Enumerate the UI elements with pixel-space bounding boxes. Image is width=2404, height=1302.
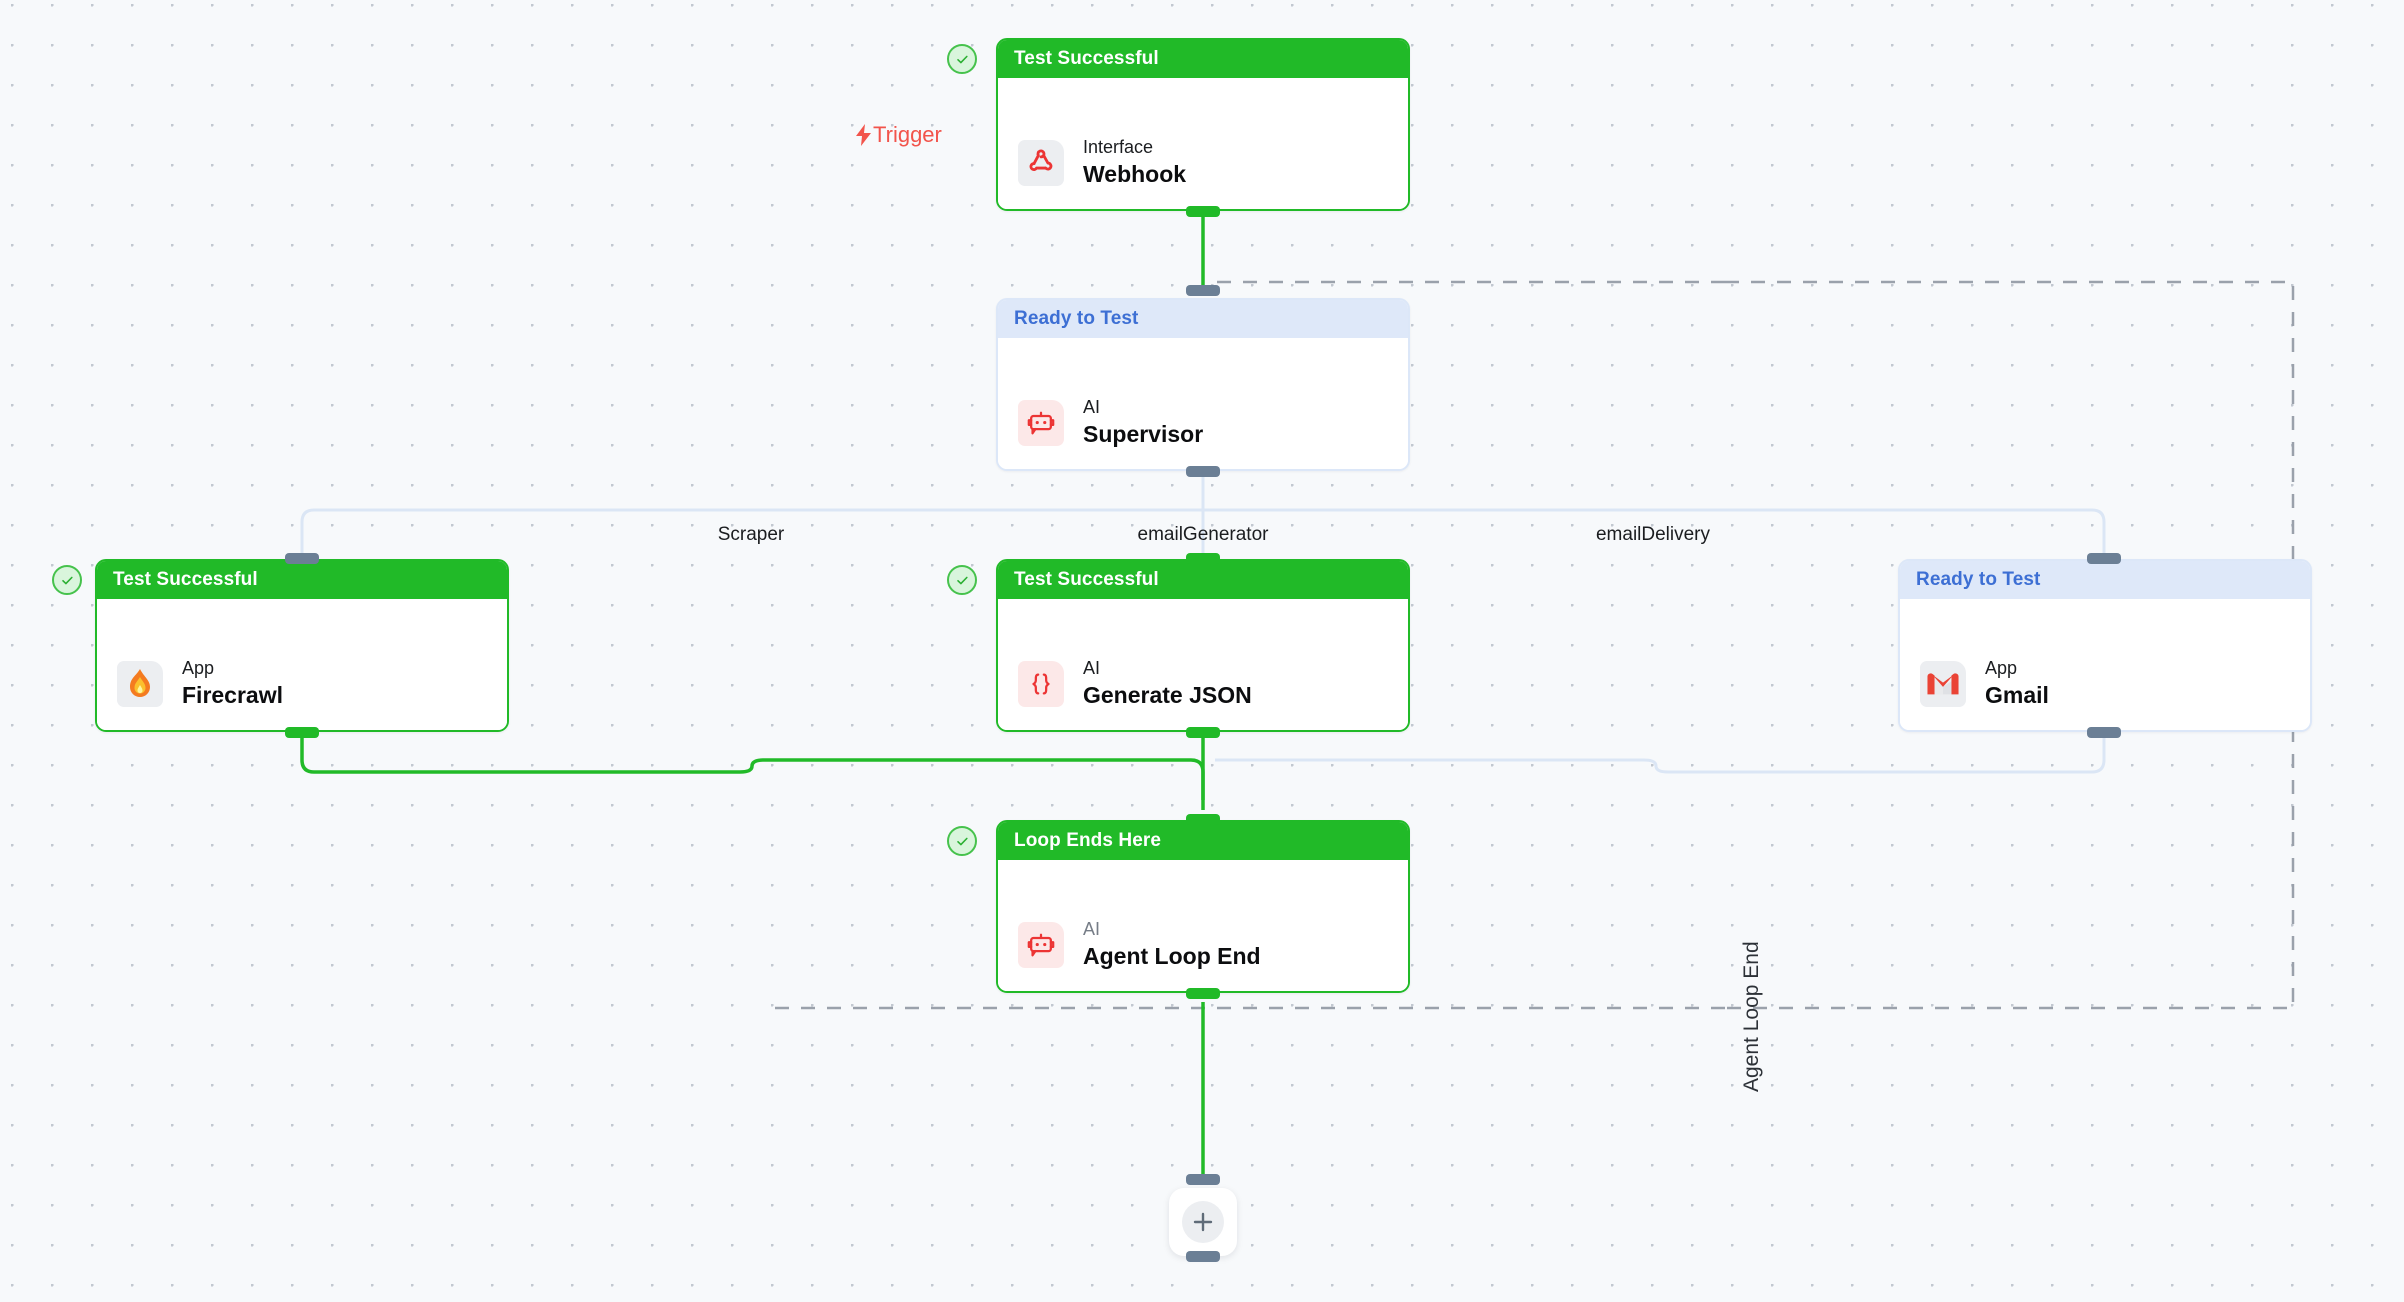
- node-title: Webhook: [1083, 161, 1187, 188]
- node-kind: AI: [1083, 397, 1101, 418]
- node-title: Firecrawl: [182, 682, 283, 709]
- agent-loop-end-label-text: Agent Loop End: [1740, 941, 1763, 1092]
- status-badge-generatejson: [947, 565, 977, 595]
- handle-firecrawl-input[interactable]: [285, 553, 319, 564]
- plus-icon: [1182, 1201, 1224, 1243]
- handle-gmail-output[interactable]: [2087, 727, 2121, 738]
- webhook-icon: [1018, 139, 1064, 186]
- node-title: Gmail: [1985, 682, 2049, 709]
- flame-icon: [117, 660, 163, 707]
- branch-label-email-generator: emailGenerator: [1138, 524, 1269, 546]
- lightning-bolt-icon: [855, 124, 872, 146]
- edge-gmail-return: [1215, 732, 2106, 774]
- branch-label-text: emailDelivery: [1595, 524, 1711, 545]
- node-gmail[interactable]: Ready to Test App Gmail: [1898, 559, 2312, 732]
- check-icon: [956, 55, 968, 63]
- edge-firecrawl-return: [300, 732, 1205, 800]
- node-status-label: Ready to Test: [1014, 308, 1139, 329]
- node-kind: App: [1985, 658, 2018, 679]
- node-body: Interface Webhook: [998, 78, 1408, 209]
- trigger-label-text: Trigger: [873, 122, 942, 147]
- branch-label-email-delivery: emailDelivery: [1596, 524, 1710, 546]
- status-badge-agent-loop-end: [947, 826, 977, 856]
- node-status-label: Test Successful: [113, 569, 258, 590]
- node-body: App Gmail: [1900, 599, 2310, 730]
- handle-loopend-output[interactable]: [1186, 988, 1220, 999]
- handle-add-output[interactable]: [1186, 1251, 1220, 1262]
- node-title: Agent Loop End: [1083, 943, 1261, 970]
- node-webhook[interactable]: Test Successful Interface Webhook: [996, 38, 1410, 211]
- branch-label-scraper: Scraper: [718, 524, 785, 546]
- gmail-icon: [1920, 660, 1966, 707]
- node-status-header: Ready to Test: [1900, 561, 2310, 599]
- branch-label-text: emailGenerator: [1137, 524, 1269, 545]
- handle-webhook-output[interactable]: [1186, 206, 1220, 217]
- node-status-header: Test Successful: [97, 561, 507, 599]
- node-supervisor[interactable]: Ready to Test AI Superviso: [996, 298, 1410, 471]
- check-icon: [61, 576, 73, 584]
- node-title: Supervisor: [1083, 421, 1204, 448]
- node-status-header: Test Successful: [998, 561, 1408, 599]
- node-title: Generate JSON: [1083, 682, 1252, 709]
- node-status-label: Ready to Test: [1916, 569, 2041, 590]
- status-badge-webhook: [947, 44, 977, 74]
- node-status-label: Test Successful: [1014, 48, 1159, 69]
- agent-loop-end-label: Agent Loop End: [1740, 941, 1764, 1092]
- handle-generatejson-output[interactable]: [1186, 727, 1220, 738]
- node-body: AI Agent Loop End: [998, 860, 1408, 991]
- node-kind: App: [182, 658, 215, 679]
- robot-icon: [1018, 921, 1064, 968]
- node-body: AI Supervisor: [998, 338, 1408, 469]
- check-icon: [956, 576, 968, 584]
- node-kind: AI: [1083, 919, 1101, 940]
- node-generate-json[interactable]: Test Successful AI Generate JSON: [996, 559, 1410, 732]
- handle-add-input[interactable]: [1186, 1174, 1220, 1185]
- node-status-label: Test Successful: [1014, 569, 1159, 590]
- node-body: AI Generate JSON: [998, 599, 1408, 730]
- handle-supervisor-input[interactable]: [1186, 285, 1220, 296]
- handle-gmail-input[interactable]: [2087, 553, 2121, 564]
- node-body: App Firecrawl: [97, 599, 507, 730]
- check-icon: [956, 837, 968, 845]
- handle-generatejson-input[interactable]: [1186, 553, 1220, 564]
- node-agent-loop-end[interactable]: Loop Ends Here AI Agent Lo: [996, 820, 1410, 993]
- branch-label-text: Scraper: [717, 524, 785, 545]
- curly-braces-icon: [1018, 660, 1064, 707]
- node-status-header: Ready to Test: [998, 300, 1408, 338]
- node-firecrawl[interactable]: Test Successful App Firecrawl: [95, 559, 509, 732]
- node-status-header: Test Successful: [998, 40, 1408, 78]
- node-status-label: Loop Ends Here: [1014, 830, 1162, 851]
- add-node-button[interactable]: [1169, 1188, 1237, 1256]
- trigger-label: Trigger: [855, 122, 942, 148]
- handle-firecrawl-output[interactable]: [285, 727, 319, 738]
- robot-icon: [1018, 399, 1064, 446]
- node-kind: AI: [1083, 658, 1101, 679]
- node-status-header: Loop Ends Here: [998, 822, 1408, 860]
- status-badge-firecrawl: [52, 565, 82, 595]
- handle-loopend-input[interactable]: [1186, 814, 1220, 825]
- node-kind: Interface: [1083, 137, 1154, 158]
- handle-supervisor-output[interactable]: [1186, 466, 1220, 477]
